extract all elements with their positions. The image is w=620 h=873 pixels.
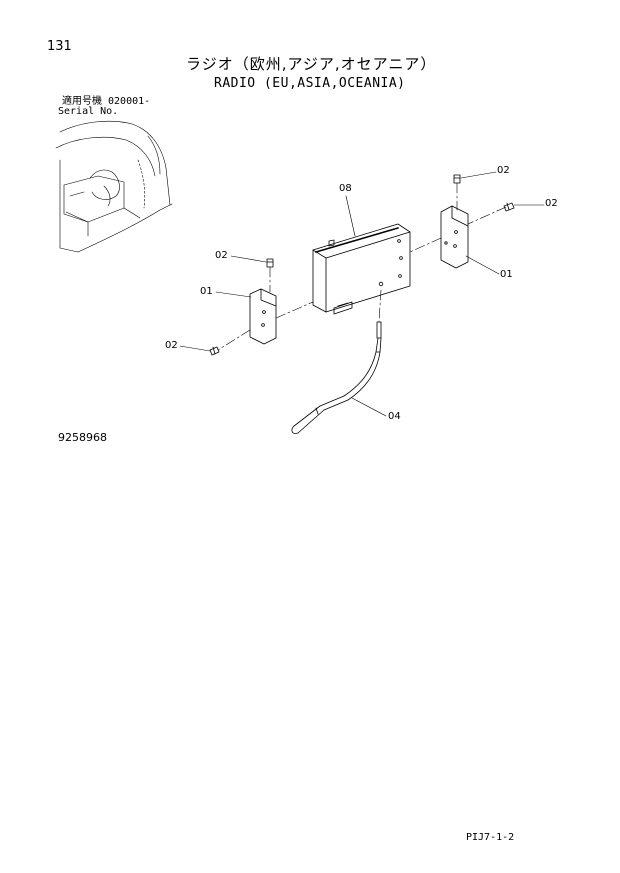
callout-02-left-bottom: 02 (165, 340, 178, 351)
callout-02-right: 02 (545, 198, 558, 209)
assembly-lines (217, 182, 507, 351)
serial-label-english: Serial No. (58, 106, 119, 117)
page-code: PIJ7-1-2 (466, 832, 515, 843)
callout-01-left: 01 (200, 286, 213, 297)
serial-label-japanese: 適用号機 020001- (62, 96, 151, 107)
title-japanese: ラジオ（欧州,アジア,オセアニア） (186, 55, 437, 73)
callout-02-top-right: 02 (497, 165, 510, 176)
callout-08: 08 (339, 183, 352, 194)
part-02-bolts (209, 174, 515, 356)
part-04-antenna-cable (291, 321, 382, 434)
part-01-bracket-right (440, 205, 469, 269)
leader-lines (179, 171, 545, 417)
part-08-radio-unit (312, 223, 411, 315)
title-english: RADIO (EU,ASIA,OCEANIA) (214, 76, 406, 91)
callout-01-right: 01 (500, 269, 513, 280)
callout-04: 04 (388, 411, 401, 422)
part-01-bracket-left (249, 288, 277, 345)
page-number: 131 (47, 39, 72, 54)
callout-02-left-top: 02 (215, 250, 228, 261)
drawing-number: 9258968 (58, 431, 107, 444)
cab-location-sketch (55, 120, 173, 253)
